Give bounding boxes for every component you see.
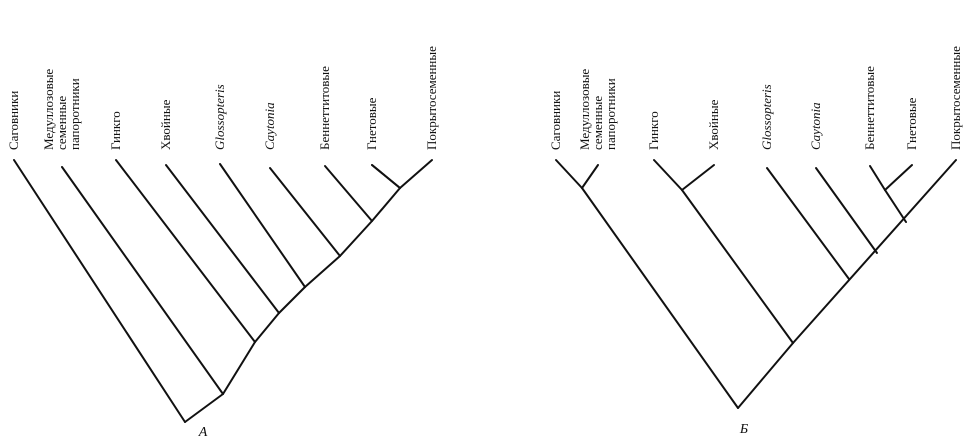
taxon-label: Саговники: [6, 91, 21, 150]
cladogram-panel-a: Саговники Медуллозовыесеменныепапоротники…: [6, 46, 439, 440]
internal-branch: [339, 220, 373, 257]
terminal-branch: [581, 164, 599, 189]
taxon-label-line: Гинкго: [646, 111, 661, 150]
internal-branch: [681, 189, 794, 344]
terminal-branch: [653, 159, 683, 191]
terminal-branch: [399, 159, 433, 189]
taxon-label-line: Хвойные: [706, 99, 721, 150]
internal-branch: [737, 342, 794, 409]
taxon-label: Glossopteris: [212, 84, 227, 150]
panel-letter: Б: [739, 422, 748, 437]
taxon-label: Glossopteris: [759, 84, 774, 150]
taxon-label: Хвойные: [158, 99, 173, 150]
taxon-label-line: Гнетовые: [364, 97, 379, 150]
terminal-branch: [792, 159, 957, 344]
taxon-label: Хвойные: [706, 99, 721, 150]
taxon-label-line: Покрытосеменные: [948, 46, 963, 150]
terminal-branch: [219, 163, 306, 288]
internal-branch: [254, 312, 280, 343]
taxon-label-line: Медуллозовые: [577, 69, 592, 150]
internal-branch: [304, 255, 341, 288]
taxon-label: Саговники: [548, 91, 563, 150]
internal-branch: [222, 341, 256, 395]
taxon-label-line: папоротники: [603, 78, 618, 150]
cladogram-panel-b: Саговники Медуллозовыесеменныепапоротники…: [548, 46, 963, 437]
taxon-label: Беннеттитовые: [317, 66, 332, 150]
taxon-label: Caytonia: [808, 102, 823, 150]
taxon-label-line: Медуллозовые: [41, 69, 56, 150]
taxon-label-line: Покрытосеменные: [424, 46, 439, 150]
taxon-label: Гнетовые: [364, 97, 379, 150]
internal-branch: [581, 187, 739, 409]
root-branch: [184, 393, 224, 423]
taxon-label: Caytonia: [262, 102, 277, 150]
taxon-label-line: Гинкго: [108, 111, 123, 150]
taxon-label-line: Саговники: [548, 91, 563, 150]
taxon-label-line: Glossopteris: [212, 84, 227, 150]
terminal-branch: [61, 166, 224, 395]
taxon-label-line: Гнетовые: [904, 97, 919, 150]
taxon-label-line: Беннеттитовые: [317, 66, 332, 150]
taxon-label: Покрытосеменные: [424, 46, 439, 150]
terminal-branch: [766, 167, 850, 280]
internal-branch: [278, 286, 306, 314]
terminal-branch: [815, 167, 878, 254]
internal-branch: [884, 189, 907, 223]
taxon-label-line: Caytonia: [808, 102, 823, 150]
terminal-branch: [269, 167, 341, 257]
taxon-label-line: папоротники: [67, 78, 82, 150]
taxon-label: Беннеттитовые: [862, 66, 877, 150]
terminal-branch: [681, 164, 715, 191]
taxon-label-line: Glossopteris: [759, 84, 774, 150]
taxon-label: Покрытосеменные: [948, 46, 963, 150]
taxon-label: Гнетовые: [904, 97, 919, 150]
taxon-label-line: семенные: [590, 96, 605, 150]
terminal-branch: [869, 165, 886, 191]
terminal-branch: [13, 159, 186, 423]
internal-branch: [371, 187, 401, 222]
taxon-label-line: Caytonia: [262, 102, 277, 150]
taxon-label-line: Хвойные: [158, 99, 173, 150]
taxon-label: Гинкго: [646, 111, 661, 150]
taxon-label-line: семенные: [54, 96, 69, 150]
terminal-branch: [165, 164, 280, 314]
terminal-branch: [884, 164, 913, 191]
taxon-label-line: Саговники: [6, 91, 21, 150]
taxon-label: Гинкго: [108, 111, 123, 150]
taxon-label-line: Беннеттитовые: [862, 66, 877, 150]
terminal-branch: [371, 164, 401, 189]
terminal-branch: [324, 165, 373, 222]
terminal-branch: [555, 159, 583, 189]
panel-letter: А: [198, 425, 208, 440]
terminal-branch: [115, 159, 256, 343]
